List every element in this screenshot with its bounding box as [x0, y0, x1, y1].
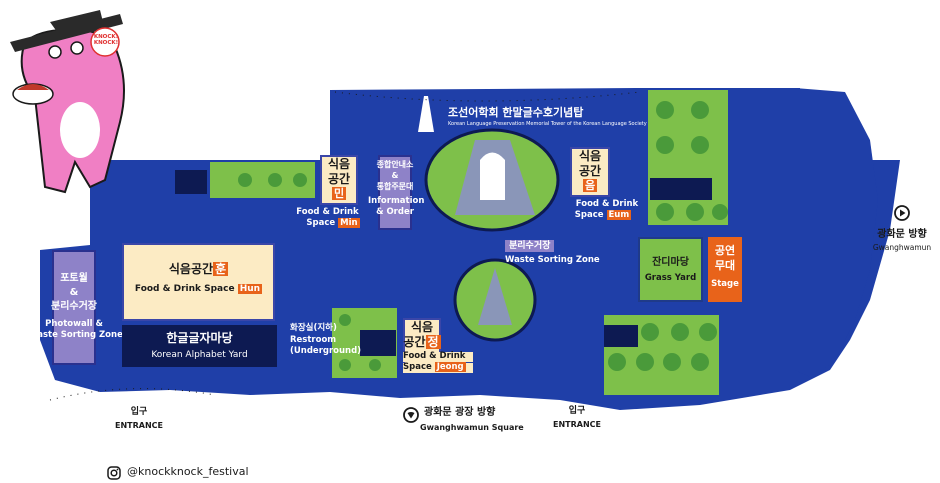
photowall-box[interactable] — [52, 250, 96, 365]
play-circle-icon — [894, 205, 910, 221]
food-space-min-en-1: Food & Drink — [296, 207, 359, 217]
restroom-ko: 화장실(지하) — [290, 323, 337, 333]
gwanghwamun-direction-ko: 광화문 방향 — [877, 229, 927, 240]
food-space-min-title-1: 식음 — [327, 157, 351, 171]
food-space-jeong-tag: 정 — [425, 335, 441, 349]
entrance-right-en: ENTRANCE — [553, 420, 601, 429]
food-space-hun-en: Food & Drink Space — [134, 284, 235, 294]
food-space-min-title: 공간 — [320, 172, 358, 187]
speech-bubble — [90, 27, 120, 57]
monument-tower — [478, 268, 512, 325]
food-space-eum-en: Space Eum — [568, 210, 638, 221]
food-space-hun-ko: 식음공간 — [168, 262, 214, 276]
photowall-en-2: Waste Sorting Zone — [28, 330, 123, 340]
stage-ko-2: 무대 — [714, 259, 736, 272]
grass-yard-ko: 잔디마당 — [652, 257, 689, 268]
food-space-eum-en-2: Space — [574, 210, 604, 220]
alphabet-yard-box[interactable] — [122, 325, 277, 367]
square-direction-ko: 광화문 광장 방향 — [424, 407, 496, 418]
food-space-min-tag-wrap: 민 — [320, 187, 358, 201]
grass-yard-box[interactable] — [638, 237, 703, 302]
bench-top-left — [175, 170, 207, 194]
info-en-2: & Order — [376, 207, 414, 217]
instagram-handle[interactable]: @knockknock_festival — [127, 465, 249, 478]
food-space-hun-box[interactable] — [122, 243, 275, 321]
entrance-right-ko: 입구 — [568, 406, 586, 416]
photowall-ko-2: 분리수거장 — [51, 301, 97, 312]
food-space-min-en-2: Space — [306, 218, 336, 228]
information-order-box[interactable] — [378, 155, 412, 230]
food-space-eum-tag: 음 — [582, 179, 598, 192]
mascot-speech-text: KNOCK! KNOCK! — [93, 34, 119, 47]
food-space-jeong-title-1: 식음 — [410, 320, 434, 334]
food-space-eum-en-1: Food & Drink — [575, 199, 639, 209]
stage-en: Stage — [711, 279, 739, 289]
restroom-en-2: (Underground) — [290, 346, 362, 356]
memorial-title: 조선어학회 한말글수호기념탑 — [448, 106, 584, 119]
food-space-jeong-title-2: 공간 — [403, 335, 426, 349]
food-space-eum-en-tag: Eum — [606, 210, 632, 220]
food-space-min-en-tag: Min — [338, 218, 360, 228]
food-space-min-en: Space Min — [303, 218, 363, 229]
heart-down-icon — [403, 407, 419, 423]
food-space-hun-subtitle: Food & Drink Space Hun — [122, 284, 275, 294]
square-direction-en: Gwanghwamun Square — [420, 423, 524, 432]
mascot-hat-icon — [10, 10, 123, 52]
trees — [238, 101, 728, 371]
memorial-tower-icon — [418, 96, 434, 132]
food-space-eum-tag-wrap: 음 — [570, 179, 610, 193]
mascot-eye-icon — [70, 41, 84, 55]
info-ko-amp: & — [391, 171, 399, 180]
food-space-jeong-en: Space Jeong — [403, 362, 473, 373]
memorial-subtitle: Korean Language Preservation Memorial To… — [448, 121, 647, 127]
alphabet-yard-ko: 한글글자마당 — [166, 331, 233, 345]
food-space-jeong-en-tag: Jeong — [434, 362, 466, 372]
gwanghwamun-direction-en: Gwanghwamun — [872, 243, 932, 252]
mascot-illustration — [10, 10, 125, 194]
memorial-arch — [480, 152, 505, 200]
restroom-en-1: Restroom — [290, 335, 337, 345]
bench-right-top — [650, 178, 712, 200]
bench-restroom — [360, 330, 396, 356]
food-space-hun-en-tag: Hun — [237, 284, 263, 294]
food-space-hun-tag: 훈 — [213, 262, 229, 276]
food-space-min-box[interactable] — [320, 155, 358, 205]
food-space-min-title-2: 공간 — [327, 172, 351, 186]
food-space-jeong-en-1: Food & Drink — [403, 351, 473, 362]
photowall-en-1: Photowall & — [45, 319, 103, 329]
food-space-min-tag: 민 — [331, 187, 347, 200]
waste-zone-en: Waste Sorting Zone — [505, 255, 600, 265]
mascot-eye-icon — [48, 45, 62, 59]
entrance-left-en: ENTRANCE — [115, 421, 163, 430]
waste-zone-ko: 분리수거장 — [505, 240, 555, 253]
info-ko-2: 통합주문대 — [376, 182, 414, 191]
alphabet-yard-en: Korean Alphabet Yard — [151, 350, 248, 360]
right-plaza — [795, 88, 878, 378]
stage-box[interactable] — [708, 237, 742, 302]
info-ko-1: 종합안내소 — [376, 160, 414, 169]
entrance-left-ko: 입구 — [130, 407, 148, 417]
stage-ko-1: 공연 — [714, 244, 736, 257]
instagram-icon — [107, 466, 121, 480]
mascot-belly — [60, 102, 100, 158]
food-space-jeong-en-2: Space — [403, 362, 432, 372]
food-space-eum-title-2: 공간 — [578, 164, 602, 178]
grass-yard-en: Grass Yard — [644, 273, 697, 283]
photowall-ko-amp: & — [69, 287, 79, 298]
food-icon — [17, 84, 49, 90]
photowall-ko-1: 포토월 — [60, 273, 88, 284]
food-space-eum-title-1: 식음 — [578, 149, 602, 163]
info-en-1: Information — [368, 196, 425, 206]
bench-right-bottom — [604, 325, 638, 347]
